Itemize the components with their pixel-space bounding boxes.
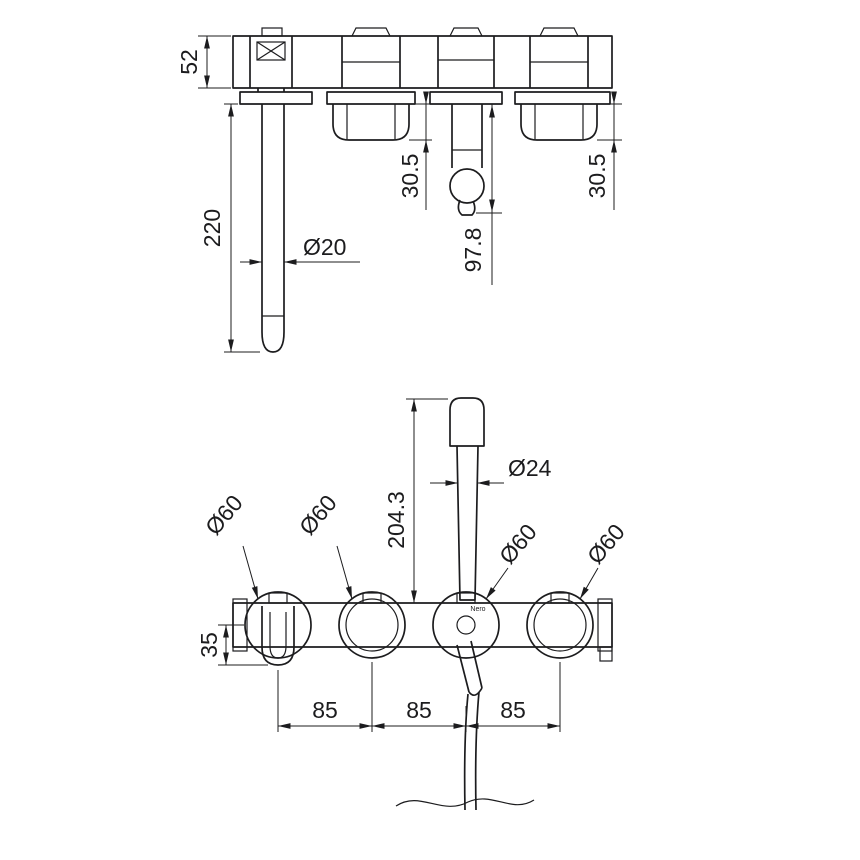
dim-label-30-5-left: 30.5 <box>397 154 423 199</box>
handle-right-knob <box>520 104 598 141</box>
handle-right-flange <box>514 91 611 105</box>
dim-spout-drop: 35 <box>196 624 268 666</box>
lever-tip <box>468 687 483 697</box>
top-view: 52 220 Ø20 30.5 <box>176 27 622 353</box>
dim-handset-diameter: Ø24 <box>430 455 552 486</box>
mount-tab-2 <box>362 592 382 604</box>
dim-label-30-5-right: 30.5 <box>584 154 610 199</box>
dim-label-d24: Ø24 <box>508 455 552 481</box>
dim-handle-right-projection: 30.5 <box>584 91 622 210</box>
shower-handle <box>456 445 479 601</box>
bar-bracket <box>599 646 613 662</box>
mount-tab-1 <box>268 592 288 604</box>
flange-circle-3: Nero <box>432 591 500 811</box>
dim-handle-left-projection: 30.5 <box>397 91 432 210</box>
mount-tab-4 <box>550 592 570 604</box>
handle-right-side <box>514 27 611 141</box>
holder-ring-side <box>449 168 485 204</box>
dim-handset-height: 204.3 <box>383 398 448 603</box>
lever-right-edge <box>470 640 483 689</box>
flange-circle-1 <box>244 591 312 666</box>
hand-shower <box>449 397 485 601</box>
break-line <box>395 798 535 807</box>
dim-label-35: 35 <box>196 632 222 658</box>
holder-hook <box>457 199 476 216</box>
dim-label-204-3: 204.3 <box>383 491 409 549</box>
front-view: Nero 204.3 Ø24 Ø60 Ø60 <box>196 397 630 811</box>
dim-holder-projection: 97.8 <box>460 104 502 285</box>
shower-head <box>449 397 485 447</box>
handle-left-side <box>326 27 416 141</box>
lever-left-edge <box>456 644 470 693</box>
dim-label-85-1: 85 <box>312 697 338 723</box>
dim-label-220: 220 <box>199 209 225 247</box>
bar-end-right <box>597 598 613 652</box>
dim-label-52: 52 <box>176 49 202 75</box>
hose-left-edge <box>463 693 469 811</box>
shower-holder-side <box>429 27 503 216</box>
spout-front-outer <box>261 606 295 666</box>
dim-label-d20: Ø20 <box>303 234 346 260</box>
handle-left-flange <box>326 91 416 105</box>
spout-tube-side <box>261 104 285 353</box>
holder-flange <box>429 91 503 105</box>
flange-circle-2 <box>338 591 406 659</box>
dim-spout-projection: 220 <box>199 103 260 353</box>
hose-right-edge <box>474 691 480 811</box>
handle-left-knob <box>332 104 410 141</box>
spout-front-inner <box>269 612 287 659</box>
flange-circle-4 <box>526 591 594 659</box>
mount-tab-3 <box>456 592 476 604</box>
dim-bar-depth: 52 <box>176 35 231 89</box>
dim-label-97-8: 97.8 <box>460 228 486 273</box>
dim-label-85-2: 85 <box>406 697 432 723</box>
spout-assembly-side <box>239 27 313 353</box>
dim-spout-diameter: Ø20 <box>240 234 360 265</box>
dim-spacing-chain: 85 85 85 <box>277 662 561 732</box>
mounting-bar-top-view <box>232 35 613 89</box>
dim-label-85-3: 85 <box>500 697 526 723</box>
brand-logo: Nero <box>470 606 485 613</box>
spout-flange-side <box>239 91 313 105</box>
